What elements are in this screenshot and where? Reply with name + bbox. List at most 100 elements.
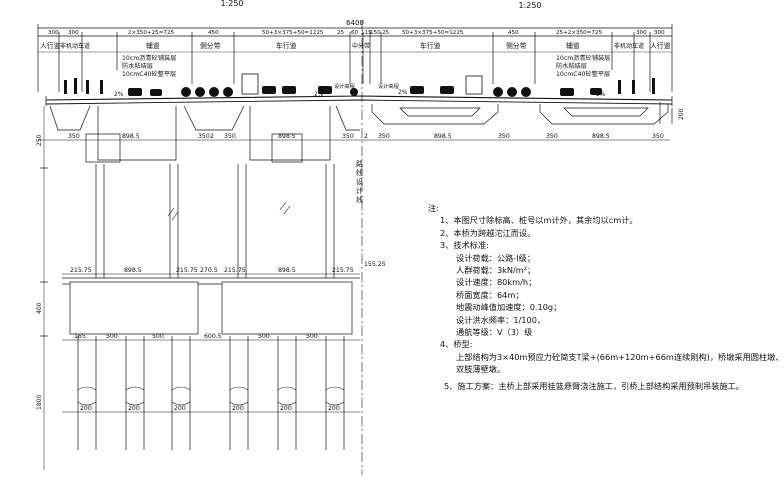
standard-2: 人群荷载：3kN/m²； [456,265,536,276]
svg-text:200: 200 [280,405,292,412]
design-notes: 注: 1、本图尺寸除标高、桩号以m计外，其余均以cm计。 2、本桥为跨越沱江而设… [428,202,784,392]
centerline-label: 路线设计线 [356,159,363,204]
svg-text:辅道: 辅道 [146,41,160,50]
total-width: 6400 [346,19,364,27]
svg-text:898.5: 898.5 [124,267,142,274]
note-5: 5、施工方案：主桥上部采用挂篮悬臂浇注施工，引桥上部结构采用预制吊装施工。 [444,380,744,391]
svg-text:350: 350 [68,133,80,140]
svg-text:侧分带: 侧分带 [506,41,527,50]
svg-text:350: 350 [378,133,390,140]
left-height-mid: 400 [36,302,43,314]
svg-text:2×350+25=725: 2×350+25=725 [128,30,175,36]
pier-top-dims: 350 898.5 350 2 350 898.5 350 2 350 898.… [68,133,664,140]
piles [77,336,345,450]
vehicle-icons [128,73,602,96]
design-elevation-right: 设计高程 [378,82,399,90]
segment-dims: 300 300 2×350+25=725 450 50+3×375+50=122… [48,30,665,36]
girder-height: 200 [678,108,685,120]
svg-text:350: 350 [198,133,210,140]
left-height-top: 250 [36,134,43,146]
svg-text:50+3×375+50=1225: 50+3×375+50=1225 [262,30,324,36]
svg-text:300: 300 [48,30,59,36]
svg-text:150: 150 [370,30,381,36]
svg-text:10cmC40砼整平层: 10cmC40砼整平层 [122,70,176,78]
note-1: 1、本图尺寸除标高、桩号以m计外，其余均以cm计。 [440,215,638,226]
svg-text:500: 500 [152,333,164,340]
scale-left: 1:250 [220,0,243,8]
left-height-bottom: 1800 [36,395,43,410]
svg-text:500: 500 [106,333,118,340]
svg-text:人行道: 人行道 [40,41,61,50]
pavement-layers: 10cm沥青砼铺装层 防水粘结层 10cmC40砼整平层 10cm沥青砼铺装层 … [122,54,610,78]
bridge-cross-section-drawing: 1:250 1:250 6400 300 300 2×350+25=725 45… [36,0,685,475]
svg-text:450: 450 [508,30,519,36]
standard-6: 设计洪水频率：1/100， [456,314,546,325]
elevation-label: 155.25 [364,261,386,268]
svg-text:200: 200 [128,405,140,412]
svg-text:215.75: 215.75 [176,267,198,274]
svg-text:350: 350 [224,133,236,140]
svg-text:50+3×375+50=1225: 50+3×375+50=1225 [402,30,464,36]
svg-text:898.5: 898.5 [122,133,140,140]
svg-text:200: 200 [80,405,92,412]
svg-text:人行道: 人行道 [650,41,671,50]
tree-icons [181,87,531,97]
segment-ticks [58,32,651,92]
svg-text:2%: 2% [596,92,606,98]
note-4-text-2: 双肢薄壁墩。 [456,364,506,375]
pedestrian-icons [64,78,655,94]
left-t-beams [49,105,360,161]
slope-labels: 2% 2% 2% 2% [114,90,606,98]
svg-text:215.75: 215.75 [224,267,246,274]
svg-text:300: 300 [68,30,79,36]
svg-text:10cm沥青砼铺装层: 10cm沥青砼铺装层 [122,54,176,62]
svg-text:350: 350 [546,133,558,140]
svg-text:898.5: 898.5 [434,133,452,140]
svg-text:2%: 2% [314,92,324,98]
piers [85,133,335,278]
svg-text:200: 200 [174,405,186,412]
svg-text:防水粘结层: 防水粘结层 [122,62,153,70]
svg-text:500: 500 [306,333,318,340]
svg-text:200: 200 [328,405,340,412]
svg-text:600.5: 600.5 [204,333,222,340]
svg-text:450: 450 [208,30,219,36]
svg-text:200: 200 [232,405,244,412]
standard-7: 通航等级：V（3）级 [456,327,533,338]
svg-text:215.75: 215.75 [70,267,92,274]
standard-3: 设计速度：80km/h； [456,277,537,288]
svg-text:2%: 2% [398,90,408,96]
svg-text:300: 300 [636,30,647,36]
svg-text:侧分带: 侧分带 [200,41,221,50]
cap-dims: 215.75 898.5 215.75 270.5 215.75 898.5 2… [70,267,354,274]
svg-text:350: 350 [498,133,510,140]
svg-text:25+2×350=725: 25+2×350=725 [556,30,603,36]
svg-text:防水粘结层: 防水粘结层 [556,62,587,70]
svg-text:350: 350 [652,133,664,140]
standard-1: 设计荷载：公路-I级； [456,252,536,263]
svg-text:非机动车道: 非机动车道 [614,42,644,50]
svg-text:165: 165 [74,333,86,340]
svg-text:898.5: 898.5 [278,267,296,274]
svg-text:车行道: 车行道 [420,41,441,50]
scale-right: 1:250 [518,1,541,10]
svg-text:2: 2 [364,133,368,140]
svg-text:300: 300 [654,30,665,36]
svg-text:非机动车道: 非机动车道 [60,42,90,50]
right-pile-cap [221,281,353,335]
svg-text:115: 115 [361,30,372,36]
svg-text:车行道: 车行道 [276,41,297,50]
svg-text:2%: 2% [114,92,124,98]
left-pile-cap [69,281,199,335]
right-box-girders [371,102,669,125]
note-4-text-1: 上部结构为3×40m预应力砼简支T梁+(66m+120m+66m连续刚构)，桥墩… [456,351,784,362]
svg-text:270.5: 270.5 [200,267,218,274]
pile-spacing-dims: 165 500 500 600.5 500 500 [74,333,318,340]
lane-labels: 人行道 非机动车道 辅道 侧分带 车行道 中分带 车行道 侧分带 辅道 非机动车… [40,41,671,50]
svg-text:25: 25 [382,30,390,36]
bridge-deck [45,95,673,106]
note-4: 4、桥型: [440,339,473,350]
pile-diameters: 200 200 200 200 200 200 [80,405,340,412]
svg-text:中分带: 中分带 [352,42,370,50]
svg-text:215.75: 215.75 [332,267,354,274]
